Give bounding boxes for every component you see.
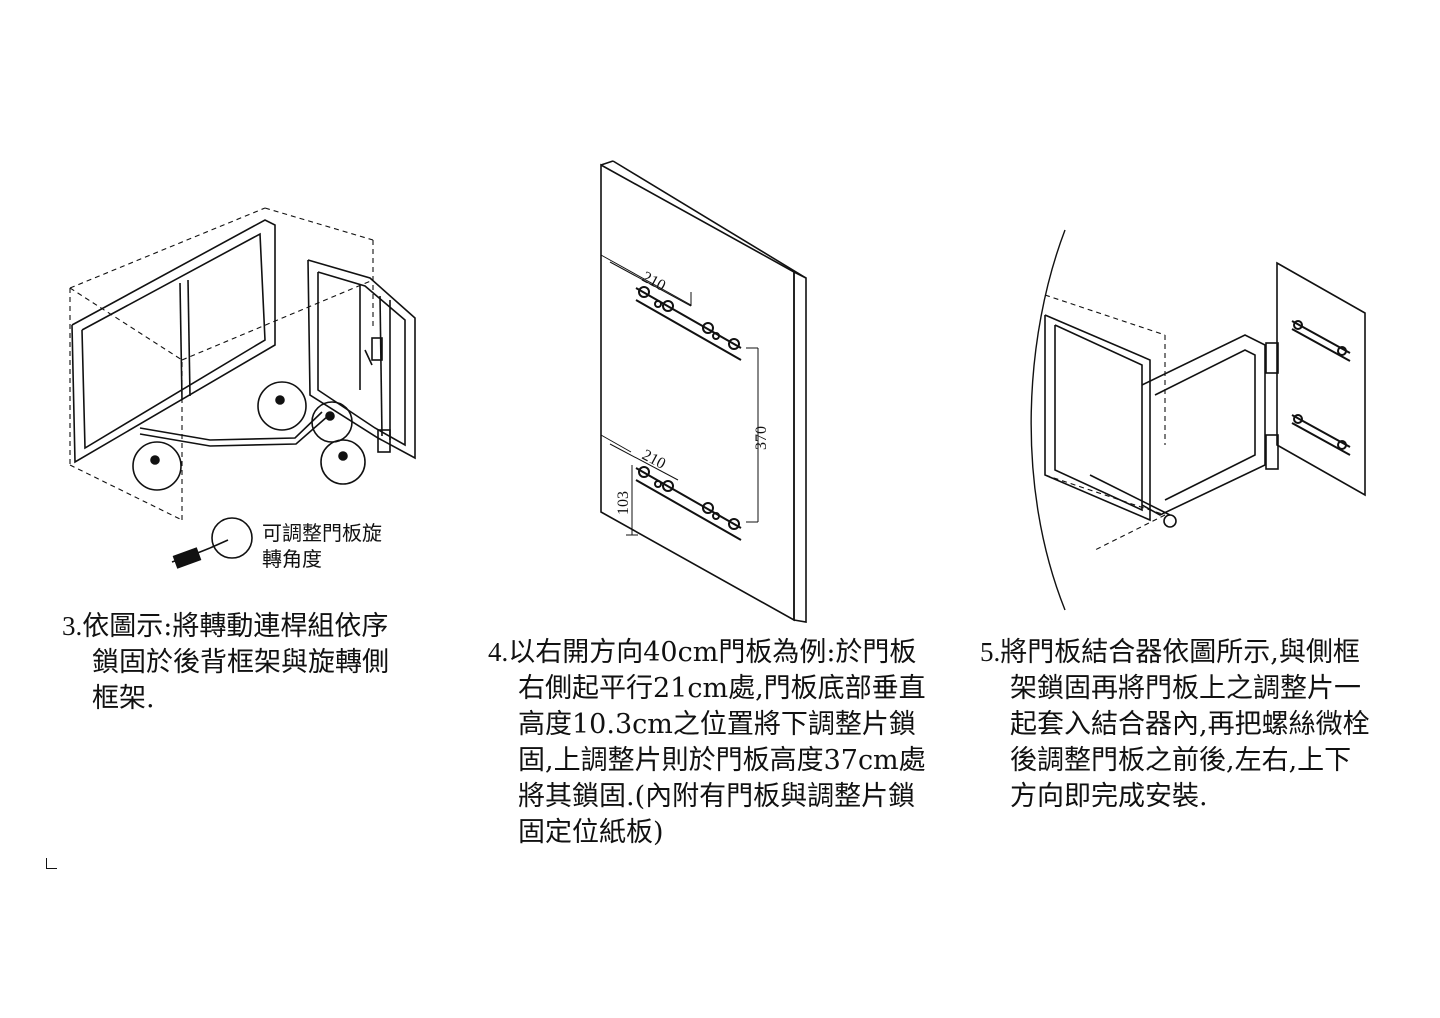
step5-line-1: 將門板結合器依圖所示,與側框 — [1000, 637, 1360, 668]
step3-number: 3. — [62, 611, 83, 641]
step5-line-3: 起套入結合器內,再把螺絲微栓 — [1010, 709, 1370, 740]
step4-number: 4. — [488, 637, 509, 667]
step5-line-4: 後調整門板之前後,左右,上下 — [1010, 745, 1352, 776]
figure-step5-door-attached — [1030, 225, 1390, 615]
step5-number: 5. — [980, 637, 1001, 667]
step4-line-2: 右側起平行21cm處,門板底部垂直 — [518, 673, 926, 704]
figure-step4-door-panel: 210 210 370 103 — [596, 160, 816, 625]
step5-instructions: 5.將門板結合器依圖所示,與側框 架鎖固再將門板上之調整片一 起套入結合器內,再… — [980, 634, 1370, 815]
step3-line-2: 鎖固於後背框架與旋轉側 — [92, 647, 389, 678]
step4-line-4: 固,上調整片則於門板高度37cm處 — [518, 745, 926, 776]
step4-line-6: 固定位紙板) — [518, 817, 664, 848]
callout-line-2: 轉角度 — [262, 547, 322, 571]
dim-lower-width: 210 — [639, 447, 668, 473]
callout-line-1: 可調整門板旋 — [262, 521, 382, 545]
step4-line-1: 以右開方向40cm門板為例:於門板 — [508, 637, 917, 668]
step5-line-5: 方向即完成安裝. — [1010, 781, 1208, 812]
figure-step3-frame-assembly — [60, 200, 440, 580]
step3-line-1: 依圖示:將轉動連桿組依序 — [82, 611, 389, 642]
step3-line-3: 框架. — [92, 683, 155, 714]
dim-bottom-offset: 103 — [615, 491, 632, 515]
dim-height-between: 370 — [753, 426, 770, 450]
step4-instructions: 4.以右開方向40cm門板為例:於門板 右側起平行21cm處,門板底部垂直 高度… — [488, 634, 926, 851]
callout-adjust-angle: 可調整門板旋 轉角度 — [262, 520, 382, 572]
step5-line-2: 架鎖固再將門板上之調整片一 — [1010, 673, 1361, 704]
step4-line-5: 將其鎖固.(內附有門板與調整片鎖 — [518, 781, 916, 812]
step4-line-3: 高度10.3cm之位置將下調整片鎖 — [518, 709, 916, 740]
corner-crop-mark — [46, 858, 57, 869]
step3-instructions: 3.依圖示:將轉動連桿組依序 鎖固於後背框架與旋轉側 框架. — [62, 608, 389, 717]
